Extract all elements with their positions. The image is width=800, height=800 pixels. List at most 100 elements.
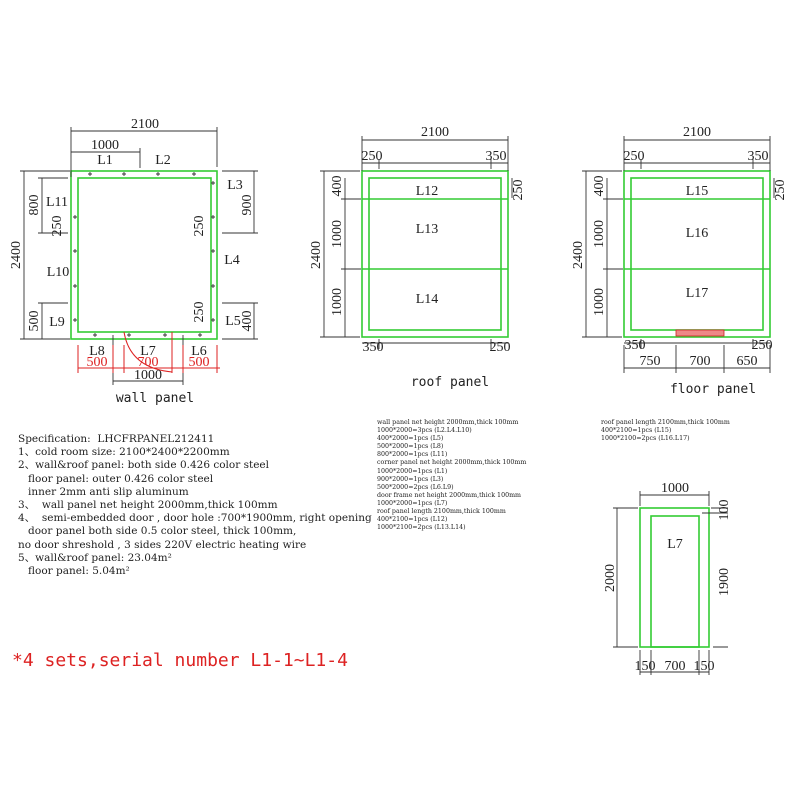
dim-door-width: 1000 — [134, 368, 162, 383]
note-line: roof panel length 2100mm,thick 100mm — [601, 419, 730, 426]
note-line: door frame net height 2000mm,thick 100mm — [377, 491, 522, 499]
dim-floor-b1: 750 — [640, 354, 661, 369]
spec-line: inner 2mm anti slip aluminum — [18, 485, 189, 498]
label-l11: L11 — [46, 195, 68, 210]
roof-panel-title: roof panel — [411, 375, 489, 390]
note-line: 800*2000=1pcs (L11) — [377, 451, 448, 459]
dim-floor-bottom-right: 250 — [752, 338, 773, 353]
spec-line: Specification: LHCFRPANEL212411 — [18, 433, 215, 445]
note-line: wall panel net height 2000mm,thick 100mm — [377, 419, 519, 426]
roof-panel-joints — [362, 198, 508, 270]
dim-l3: 900 — [240, 195, 255, 216]
floor-outer-outline — [623, 170, 771, 338]
label-door-l7: L7 — [667, 537, 683, 552]
dim-floor-depth: 2400 — [571, 241, 586, 269]
dim-l11-corner: 250 — [50, 216, 65, 237]
dim-floor-right: 350 — [748, 149, 769, 164]
note-line: 1000*2000=1pcs (L7) — [377, 499, 448, 507]
dim-l7: 700 — [138, 355, 159, 370]
dim-roof-bottom-right: 250 — [490, 340, 511, 355]
dim-floor-d2: 1000 — [592, 220, 607, 248]
label-l3: L3 — [227, 178, 243, 193]
label-l6: L6 — [191, 344, 207, 359]
label-l4: L4 — [224, 253, 240, 268]
dim-l6: 500 — [189, 355, 210, 370]
door-swing-arc — [123, 331, 173, 373]
dim-door-panel-width: 1000 — [661, 481, 689, 496]
note-line: 400*2000=1pcs (L5) — [377, 435, 444, 443]
panel-list-notes: wall panel net height 2000mm,thick 100mm… — [377, 419, 526, 532]
label-l2: L2 — [155, 153, 171, 168]
label-l16: L16 — [686, 226, 709, 241]
dim-l5: 400 — [240, 311, 255, 332]
fastener-marks — [73, 172, 215, 337]
label-l15: L15 — [686, 184, 709, 199]
dim-door-top: 100 — [717, 500, 732, 521]
wall-outer-outline — [70, 170, 218, 340]
note-line: roof panel length 2100mm,thick 100mm — [377, 508, 506, 516]
dim-l9: 500 — [27, 311, 42, 332]
roof-outer-outline — [361, 170, 509, 338]
note-line: 1000*2000=3pcs (L2.L4.L10) — [377, 427, 472, 435]
dim-wall-width: 2100 — [131, 117, 159, 132]
wall-dimension-lines — [20, 127, 258, 385]
note-line: 1000*2100=2pcs (L16.L17) — [601, 435, 690, 443]
floor-list-notes: roof panel length 2100mm,thick 100mm 400… — [601, 419, 730, 443]
dim-roof-width: 2100 — [421, 125, 449, 140]
dim-floor-width: 2100 — [683, 125, 711, 140]
spec-line: 4、 semi-embedded door , door hole :700*1… — [18, 512, 372, 525]
dim-floor-d3: 1000 — [592, 288, 607, 316]
floor-inner-outline — [630, 177, 764, 331]
label-l5: L5 — [225, 314, 241, 329]
floor-dimension-lines — [582, 136, 775, 373]
note-line: 1000*2000=1pcs (L1) — [377, 467, 448, 475]
dim-roof-right: 350 — [486, 149, 507, 164]
dim-door-left: 150 — [635, 659, 656, 674]
dim-floor-b2: 700 — [690, 354, 711, 369]
note-line: 400*2100=1pcs (L15) — [601, 427, 672, 435]
spec-line: 5、wall&roof panel: 23.04m² — [18, 551, 172, 564]
dim-floor-b3: 650 — [737, 354, 758, 369]
dim-floor-d1: 400 — [592, 176, 607, 197]
wall-inner-outline — [77, 177, 212, 333]
dim-floor-right-side: 250 — [773, 180, 788, 201]
note-line: 500*2000=1pcs (L8) — [377, 443, 444, 451]
dim-l4-bottom-corner: 250 — [192, 302, 207, 323]
specification-notes: Specification: LHCFRPANEL212411 1、cold r… — [18, 433, 372, 578]
note-line: 500*2000=2pcs (L6.L9) — [377, 483, 454, 491]
spec-line: floor panel: 5.04m² — [18, 565, 130, 578]
spec-line: 1、cold room size: 2100*2400*2200mm — [18, 446, 230, 459]
roof-panel-plan: 2100 250 350 2400 400 1000 1000 250 L12 … — [309, 125, 526, 390]
door-threshold-hatch — [675, 329, 725, 337]
door-dimension-lines — [613, 491, 728, 675]
dim-door-middle: 700 — [665, 659, 686, 674]
spec-line: floor panel: outer 0.426 color steel — [18, 472, 214, 485]
dim-l11: 800 — [27, 195, 42, 216]
label-l12: L12 — [416, 184, 439, 199]
spec-line: 3、 wall panel net height 2000mm,thick 10… — [18, 499, 278, 512]
label-l9: L9 — [49, 315, 65, 330]
dim-roof-depth: 2400 — [309, 241, 324, 269]
door-panel-elevation: 1000 2000 100 1900 L7 150 700 150 — [603, 481, 732, 675]
dim-wall-l1: 1000 — [91, 138, 119, 153]
dim-door-inner-height: 1900 — [717, 568, 732, 596]
label-l10: L10 — [47, 265, 70, 280]
serial-number-note: *4 sets,serial number L1-1~L1-4 — [12, 650, 348, 671]
label-l1: L1 — [97, 153, 113, 168]
label-l7: L7 — [140, 344, 156, 359]
floor-panel-joints — [624, 198, 770, 270]
label-l17: L17 — [686, 286, 709, 301]
note-line: 900*2000=1pcs (L3) — [377, 475, 444, 483]
spec-line: no door shreshold , 3 sides 220V electri… — [18, 538, 307, 551]
note-line: 400*2100=1pcs (L12) — [377, 516, 448, 524]
floor-panel-title: floor panel — [670, 382, 756, 397]
dim-roof-left: 250 — [362, 149, 383, 164]
dim-floor-left: 250 — [624, 149, 645, 164]
label-l8: L8 — [89, 344, 105, 359]
dim-l8: 500 — [87, 355, 108, 370]
roof-dimension-lines — [320, 136, 513, 349]
dim-roof-right-side: 250 — [511, 180, 526, 201]
dim-roof-bottom-left: 350 — [363, 340, 384, 355]
